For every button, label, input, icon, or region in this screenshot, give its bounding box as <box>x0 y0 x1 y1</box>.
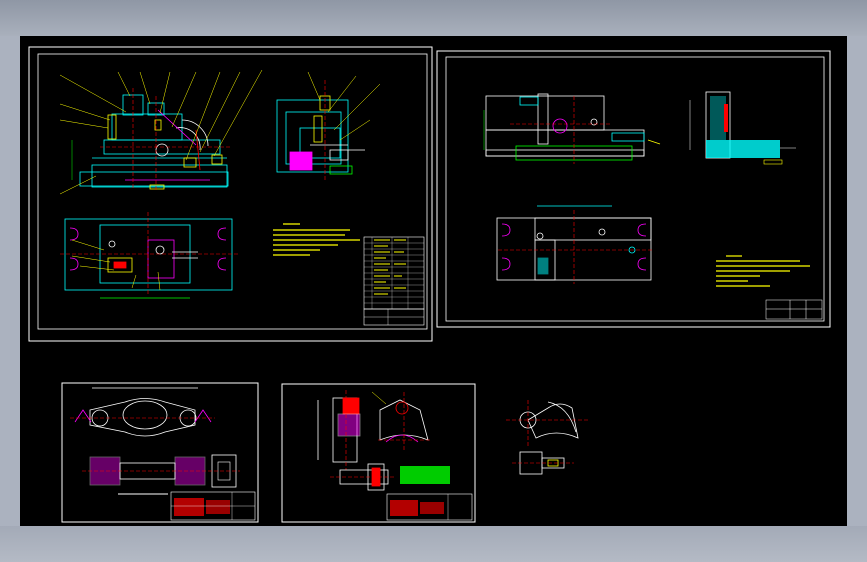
base-plate-front-view <box>485 93 661 161</box>
base-plate-side-view <box>689 91 796 165</box>
assembly-top-view <box>64 218 233 299</box>
base-plate-top-centerlines <box>498 210 652 284</box>
fixture-assembly-sheet[interactable] <box>28 46 433 342</box>
workpiece-section-view <box>82 454 240 495</box>
cad-model-space[interactable] <box>20 36 847 526</box>
base-plate-technical-notes <box>716 255 810 287</box>
process-sheet-fork-view <box>371 391 430 450</box>
base-plate-title-block <box>765 299 823 320</box>
assembly-side-view <box>276 95 365 175</box>
side-view-leader-lines <box>307 71 381 141</box>
process-sheet-highlight <box>400 466 450 484</box>
assembly-technical-notes <box>273 223 360 256</box>
assembly-parts-list <box>363 236 425 326</box>
window-background-top <box>0 0 867 36</box>
workpiece-title-block <box>170 491 256 521</box>
assembly-front-view-centerlines <box>100 88 230 190</box>
base-plate-part-sheet[interactable] <box>436 50 831 328</box>
process-sheet-part-view <box>317 390 361 470</box>
workpiece-part-sheet[interactable] <box>61 382 259 523</box>
top-view-leader-lines <box>71 239 161 291</box>
workpiece-top-view <box>74 387 212 437</box>
assembly-leader-lines <box>59 69 263 195</box>
top-view-centerlines <box>60 212 240 296</box>
process-sheet-title-block <box>386 493 473 521</box>
window-background-bottom <box>0 526 867 562</box>
process-sheet-detail-view <box>330 463 396 491</box>
assembly-front-view <box>79 94 229 190</box>
process-sheet[interactable] <box>281 383 476 523</box>
base-plate-front-centerlines <box>510 96 610 164</box>
loose-detail-views[interactable] <box>506 400 590 475</box>
